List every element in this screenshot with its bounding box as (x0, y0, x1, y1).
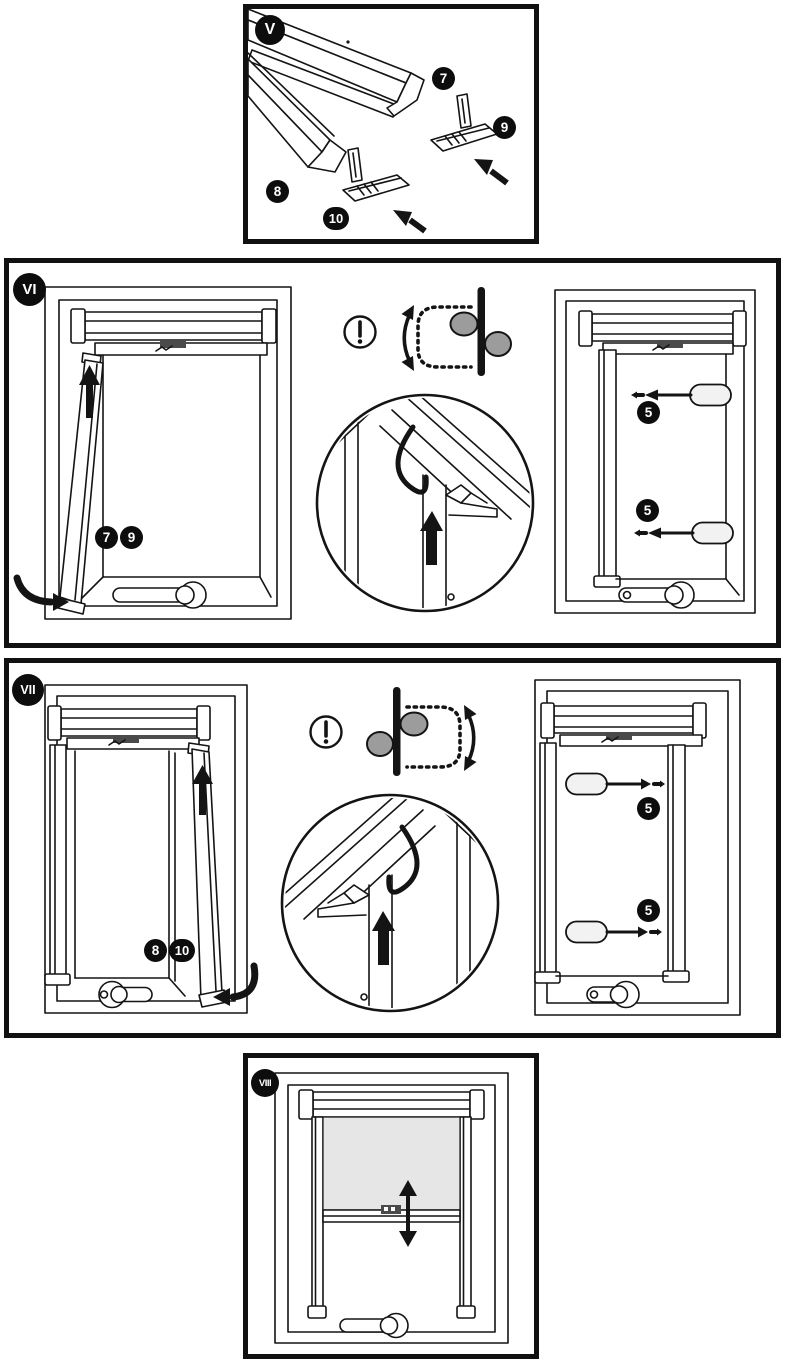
pull-bar (602, 340, 734, 355)
step-label-vii: VII (12, 674, 44, 706)
insert-arrow-icon (192, 765, 213, 815)
panel-step-vii: VII 8 10 5 5 (4, 658, 781, 1038)
panel-step-viii: VIII (243, 1053, 539, 1359)
side-rail (307, 1116, 327, 1319)
pivot-clip-diagram (401, 287, 512, 376)
screwdriver (645, 383, 732, 407)
pull-bar (66, 735, 200, 750)
rail-profile-7 (248, 9, 425, 118)
side-rail (662, 744, 690, 983)
window-handle (339, 1312, 409, 1339)
shade (322, 1116, 461, 1211)
pivot-clip-diagram (365, 685, 479, 778)
screw-badge-5: 5 (636, 499, 659, 522)
window-handle (618, 581, 695, 609)
screw-badge-5: 5 (637, 797, 660, 820)
end-cap-9 (430, 93, 498, 152)
screwdriver (565, 920, 648, 944)
end-cap-10 (342, 147, 410, 202)
screwdriver (648, 521, 734, 545)
part-badge-7: 7 (95, 526, 118, 549)
hook-in-arrow-icon (13, 574, 69, 611)
window-screw-right-rail (534, 679, 741, 1016)
cassette (47, 705, 211, 741)
panel-step-v: V 7 8 9 10 (243, 4, 539, 244)
window-handle (112, 581, 207, 609)
side-rail (534, 742, 561, 984)
window-install-right-rail (44, 684, 259, 1014)
cassette (540, 702, 707, 739)
part-badge-10: 10 (169, 939, 195, 962)
step-label-viii: VIII (251, 1069, 279, 1097)
step-label-vi: VI (13, 273, 46, 306)
screwdriver (565, 772, 651, 796)
screw (652, 780, 665, 788)
part-badge-7: 7 (432, 67, 455, 90)
window-finished (274, 1072, 509, 1344)
side-rail (44, 744, 71, 986)
side-rail (593, 349, 621, 588)
part-badge-10: 10 (323, 207, 349, 230)
tilted-side-rail (53, 352, 104, 615)
part-badge-9: 9 (493, 116, 516, 139)
pull-bar (94, 340, 268, 356)
updown-arrow-icon (399, 1180, 417, 1247)
warning-icon (309, 715, 343, 749)
cassette (298, 1089, 485, 1120)
hook-in-arrow-icon (213, 962, 259, 1006)
detail-magnifier (315, 393, 535, 613)
step-vi-illustration (13, 286, 756, 620)
panel-step-vi: VI 7 9 5 5 (4, 258, 781, 648)
screw-badge-5: 5 (637, 401, 660, 424)
insert-arrow-icon (420, 511, 443, 565)
part-badge-9: 9 (120, 526, 143, 549)
window-handle (98, 980, 153, 1009)
insert-arrow-icon (79, 365, 100, 418)
step-label-v: V (255, 15, 285, 45)
screw-badge-5: 5 (637, 899, 660, 922)
pull-bar (322, 1205, 461, 1223)
side-rail (456, 1116, 476, 1319)
swing-arrow-icon (401, 305, 414, 371)
step-vii-illustration (44, 679, 741, 1016)
detail-magnifier (282, 793, 498, 1011)
cassette (70, 308, 277, 344)
screw (631, 391, 645, 399)
part-badge-8: 8 (266, 180, 289, 203)
window-install-left-rail (13, 286, 292, 620)
rail-profile-8 (248, 52, 347, 173)
window-screw-left-rail (554, 289, 756, 614)
cassette (578, 310, 747, 347)
pull-bar (559, 732, 703, 747)
step-v-illustration (248, 9, 509, 234)
screw (649, 928, 662, 936)
screw (634, 529, 648, 537)
warning-icon (343, 315, 377, 349)
insert-arrow-icon (393, 210, 427, 234)
step-viii-illustration (274, 1072, 509, 1344)
window-handle (586, 980, 640, 1009)
part-badge-8: 8 (144, 939, 167, 962)
insert-arrow-icon (474, 159, 509, 186)
